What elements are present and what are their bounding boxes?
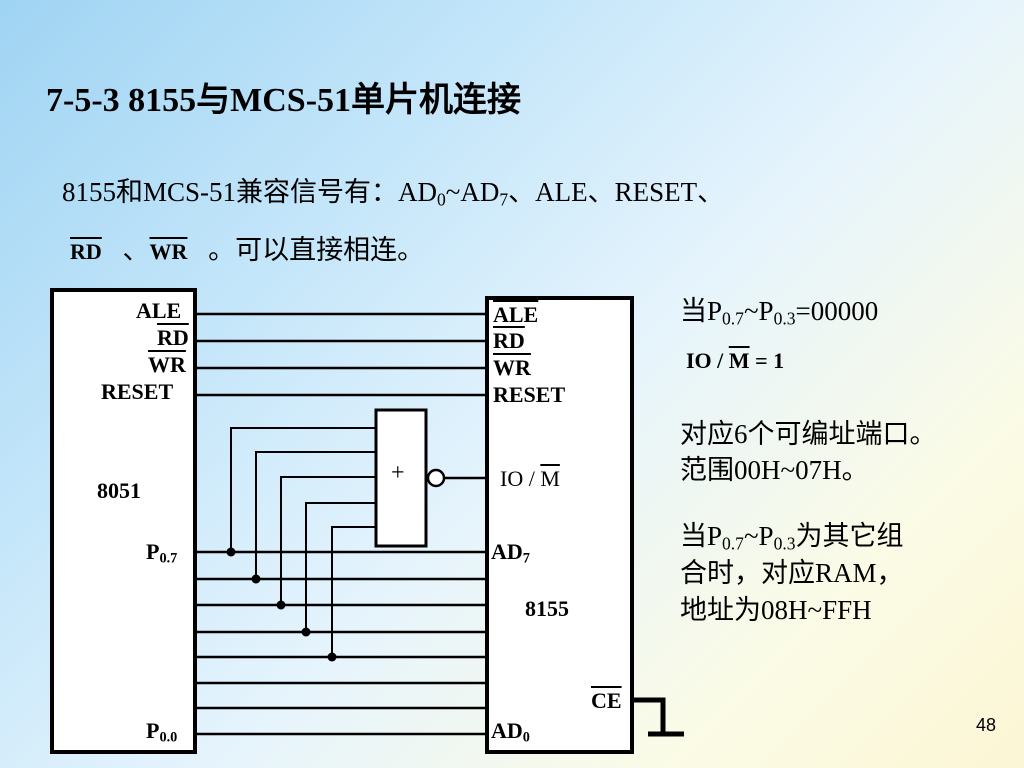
pin-8155-ad0-sub: 0 (522, 729, 530, 746)
chip-8155-body (485, 296, 634, 754)
junction-dot (251, 574, 261, 584)
pin-8051-p07-sub: 0.7 (159, 550, 178, 567)
junction-dots (226, 547, 337, 662)
pin-8155-io-m: IO / M (500, 466, 560, 492)
pin-8155-io: IO / (500, 466, 541, 491)
note-c2-c: 为其它组 (795, 521, 904, 551)
intro-rd: RD (70, 239, 102, 264)
pin-8051-wr: WR (148, 352, 186, 377)
pin-8051-rd: RD (157, 325, 189, 350)
pin-8155-ale: ALE (493, 302, 539, 327)
junction-dot (301, 627, 311, 637)
intro-line-2: RD 、WR 。可以直接相连。 (62, 228, 424, 267)
gate-input-p07 (230, 427, 376, 552)
intro-text-b: ~AD (445, 177, 500, 207)
note-io: IO / (686, 348, 729, 373)
intro-wr: WR (149, 239, 188, 264)
slide-title: 7-5-3 8155与MCS-51单片机连接 (46, 82, 522, 119)
note-condition-2-line3: 地址为08H~FFH (680, 595, 872, 625)
pin-8155-wr: WR (493, 355, 531, 380)
junction-dot (226, 547, 236, 557)
pin-8155-ad7-sub: 7 (522, 550, 530, 567)
pin-8155-ad0: AD0 (491, 718, 530, 746)
chip-8051-label: 8051 (97, 478, 141, 503)
or-gate-body (374, 408, 428, 548)
page-number: 48 (975, 715, 996, 735)
pin-8051-p00: P0.0 (146, 718, 178, 746)
note-c1-c: =00000 (795, 296, 879, 326)
pin-8051-p07: P0.7 (146, 539, 178, 567)
note-c1-s2: 0.3 (773, 308, 796, 329)
note-c2-b: ~P (743, 521, 774, 551)
note-condition-2-line2: 合时，对应RAM， (680, 558, 904, 588)
note-ports-line1: 对应6个可编址端口。 (680, 419, 937, 449)
pin-8051-p00-base: P (146, 718, 160, 743)
or-gate-symbol: + (391, 460, 405, 486)
intro-sub-0: 0 (437, 189, 446, 210)
note-c1-a: 当P (680, 296, 723, 326)
chip-8051-body (50, 288, 197, 754)
note-c2-a: 当P (680, 521, 723, 551)
ce-ground (632, 697, 684, 737)
control-bus (195, 312, 487, 397)
note-condition-2: 当P0.7~P0.3为其它组 (680, 518, 904, 554)
gate-inputs (230, 427, 376, 657)
pin-8155-ad7: AD7 (491, 539, 530, 567)
note-c1-s1: 0.7 (722, 308, 744, 329)
intro-line-1: 8155和MCS-51兼容信号有：AD0~AD7、ALE、RESET、 (62, 170, 724, 209)
or-gate-inverter-bubble (426, 468, 446, 488)
note-m: M (728, 348, 750, 373)
pin-8051-p00-sub: 0.0 (159, 729, 178, 746)
note-c1-b: ~P (743, 296, 774, 326)
intro-text-c: 、ALE、RESET、 (508, 177, 725, 207)
pin-8155-rd: RD (493, 328, 525, 353)
junction-dot (276, 600, 286, 610)
pin-8051-ale: ALE (136, 298, 182, 323)
pin-8155-ad7-base: AD (491, 539, 523, 564)
note-condition-1: 当P0.7~P0.3=00000 (680, 293, 878, 329)
note-c2-s1: 0.7 (722, 533, 744, 554)
gate-input-p03 (331, 526, 376, 657)
chip-8155-label: 8155 (525, 596, 569, 621)
note-ports-line2: 范围00H~07H。 (680, 455, 869, 485)
pin-8051-p07-base: P (146, 539, 160, 564)
pin-8155-ce: CE (591, 688, 622, 713)
junction-dot (327, 652, 337, 662)
intro-sub-7: 7 (499, 189, 509, 210)
pin-8051-reset: RESET (101, 379, 174, 404)
intro-sep: 、 (122, 235, 150, 265)
pin-8155-reset: RESET (493, 382, 566, 407)
intro-tail: 。可以直接相连。 (208, 235, 425, 265)
note-io-eq: = 1 (749, 348, 785, 373)
note-io-m-equation: IO / M = 1 (686, 348, 784, 374)
intro-text-a: 8155和MCS-51兼容信号有：AD (62, 177, 438, 207)
gate-input-p06 (255, 451, 376, 579)
gate-input-p04 (305, 502, 376, 632)
ce-wire (632, 697, 666, 733)
pin-8155-m: M (540, 466, 560, 491)
pin-8155-ad0-base: AD (491, 718, 523, 743)
gate-input-p05 (280, 476, 376, 605)
data-bus (195, 550, 487, 736)
note-c2-s2: 0.3 (773, 533, 796, 554)
